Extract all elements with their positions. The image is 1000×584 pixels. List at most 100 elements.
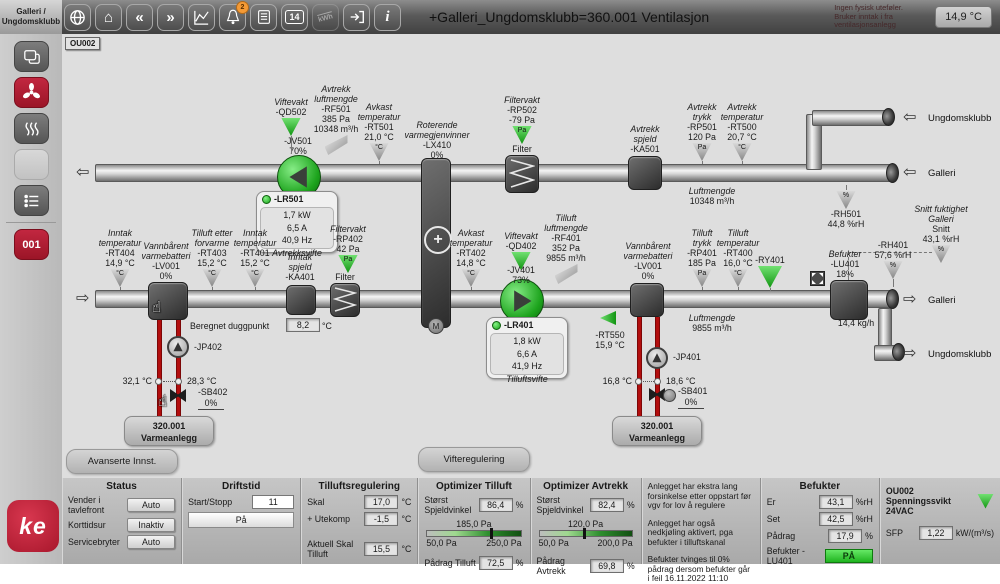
slider-track[interactable] (538, 528, 633, 539)
pump-jp401[interactable] (646, 347, 668, 369)
driftstid-state-button[interactable]: På (188, 512, 295, 528)
trend-button[interactable] (188, 3, 215, 31)
pump-jp402[interactable] (167, 336, 189, 358)
plant-tab-line2: Ungdomsklubb (1, 17, 61, 26)
room-label-ungdomsklubb-bottom: Ungdomsklubb (928, 349, 992, 360)
padrag-tilluft-value[interactable]: 72,5 (478, 556, 513, 570)
status-vender-button[interactable]: Auto (127, 498, 176, 512)
supply-filter-caption: Filter (335, 272, 355, 282)
pump-icon (173, 342, 183, 352)
exhaust-duct-cap (886, 163, 899, 183)
return-water-temp: 28,3 °C (187, 376, 217, 386)
exhaust-filter[interactable] (505, 155, 539, 193)
sidebar-list-button[interactable] (14, 185, 49, 216)
log-button[interactable] (250, 3, 277, 31)
unit: °C (401, 544, 412, 554)
intake-damper-ka401[interactable] (286, 285, 316, 315)
sidebar-heating-button[interactable] (14, 113, 49, 144)
unit: % (626, 561, 635, 571)
page-001-label: 001 (22, 238, 41, 251)
padrag-value[interactable]: 17,9 (828, 529, 863, 543)
utekomp-label: + Utekomp (307, 514, 350, 524)
sidebar-empty-button[interactable] (14, 149, 49, 180)
panel-notes: Anlegget har ekstra lang forsinkelse ett… (640, 478, 760, 583)
energy-button[interactable]: kWh (312, 3, 339, 31)
supply-water-temp: 16,8 °C (602, 376, 632, 386)
driftstid-title: Driftstid (221, 481, 261, 492)
info-icon: i (385, 8, 390, 25)
supply-water-temp: 32,1 °C (122, 376, 152, 386)
status-servicebryter-button[interactable]: Auto (127, 535, 176, 549)
calendar-icon: 14 (285, 10, 304, 24)
alarm-button[interactable]: 2 (219, 0, 249, 31)
humidifier-lu401[interactable] (830, 280, 868, 320)
drive-info-lr501[interactable]: -LR501 1,7 kW 6,5 A 40,9 Hz (256, 191, 338, 253)
forward-button[interactable]: » (157, 3, 184, 31)
expand-icon[interactable] (810, 271, 825, 286)
sidebar-pages-button[interactable] (14, 41, 49, 72)
exchanger-motor-icon: M (428, 318, 444, 334)
damper-value[interactable]: 82,4 (589, 498, 624, 512)
skal-value[interactable]: 17,0 (364, 495, 399, 509)
status-korttidsur-button[interactable]: Inaktiv (127, 518, 176, 532)
back-button[interactable]: « (126, 3, 153, 31)
sidebar-page-001-button[interactable]: 001 (14, 229, 49, 260)
utekomp-value[interactable]: -1,5 (364, 512, 399, 526)
supply-duct-cap (886, 289, 899, 309)
forward-icon: » (166, 8, 175, 26)
temp-node (635, 378, 642, 385)
padrag-avtrekk-value[interactable]: 69,8 (589, 559, 624, 573)
exhaust-damper-ka501[interactable] (628, 156, 662, 190)
slider-max: 250,0 Pa (486, 538, 522, 548)
valve-sb401-position: 0% (678, 397, 704, 409)
galleri-supply-arrow-icon: ⇨ (903, 291, 917, 308)
globe-button[interactable] (64, 3, 91, 31)
plant-tab[interactable]: Galleri / Ungdomsklubb (0, 0, 62, 34)
ungdomsklubb-supply-arrow-icon: ⇨ (903, 345, 917, 362)
slider-marker[interactable] (489, 528, 493, 539)
fan-regulation-button[interactable]: Vifteregulering (418, 447, 530, 472)
sidebar-ventilation-button[interactable] (14, 77, 49, 108)
advanced-settings-button[interactable]: Avanserte Innst. (66, 449, 178, 474)
status-title: Status (106, 481, 137, 492)
optimizer-avtrekk-title: Optimizer Avtrekk (543, 481, 628, 492)
heating-coil-lv001-right[interactable] (630, 283, 664, 317)
set-value[interactable]: 42,5 (818, 512, 853, 526)
valve-sb402[interactable] (170, 389, 186, 402)
slider-track[interactable] (426, 528, 522, 539)
status-row-label: Vender i tavlefront (68, 495, 105, 515)
calendar-button[interactable]: 14 (281, 3, 308, 31)
valve-sb401[interactable] (649, 388, 665, 401)
slider-min: 50,0 Pa (426, 538, 457, 548)
heating-pipe (655, 317, 660, 422)
plant-tag-chip[interactable]: OU002 (65, 37, 101, 50)
filter-zigzag-icon (509, 159, 535, 188)
slider-marker[interactable] (582, 528, 586, 539)
startstopp-value[interactable]: 11 (252, 495, 295, 509)
damper-value[interactable]: 86,4 (478, 498, 513, 512)
drive-info-lr401[interactable]: -LR401 1,8 kW 6,6 A 41,9 Hz (486, 317, 568, 379)
outdoor-temp-badge[interactable]: 14,9 °C (935, 6, 992, 28)
info-button[interactable]: i (374, 3, 401, 31)
befukter-state-badge[interactable]: PÅ (824, 549, 873, 563)
dewpoint-value[interactable]: 8,2 (286, 318, 320, 332)
supply-duct (95, 290, 893, 308)
slider-max: 200,0 Pa (597, 538, 633, 548)
er-value[interactable]: 43,1 (818, 495, 853, 509)
aktuell-skal-value[interactable]: 15,5 (364, 542, 399, 556)
rotation-symbol-icon: + (424, 226, 452, 254)
heating-coil-lv001-left[interactable] (148, 282, 188, 320)
hand-cursor-icon: ☝ (152, 299, 162, 316)
sfp-value[interactable]: 1,22 (918, 526, 953, 540)
home-button[interactable]: ⌂ (95, 3, 122, 31)
logout-button[interactable] (343, 3, 370, 31)
